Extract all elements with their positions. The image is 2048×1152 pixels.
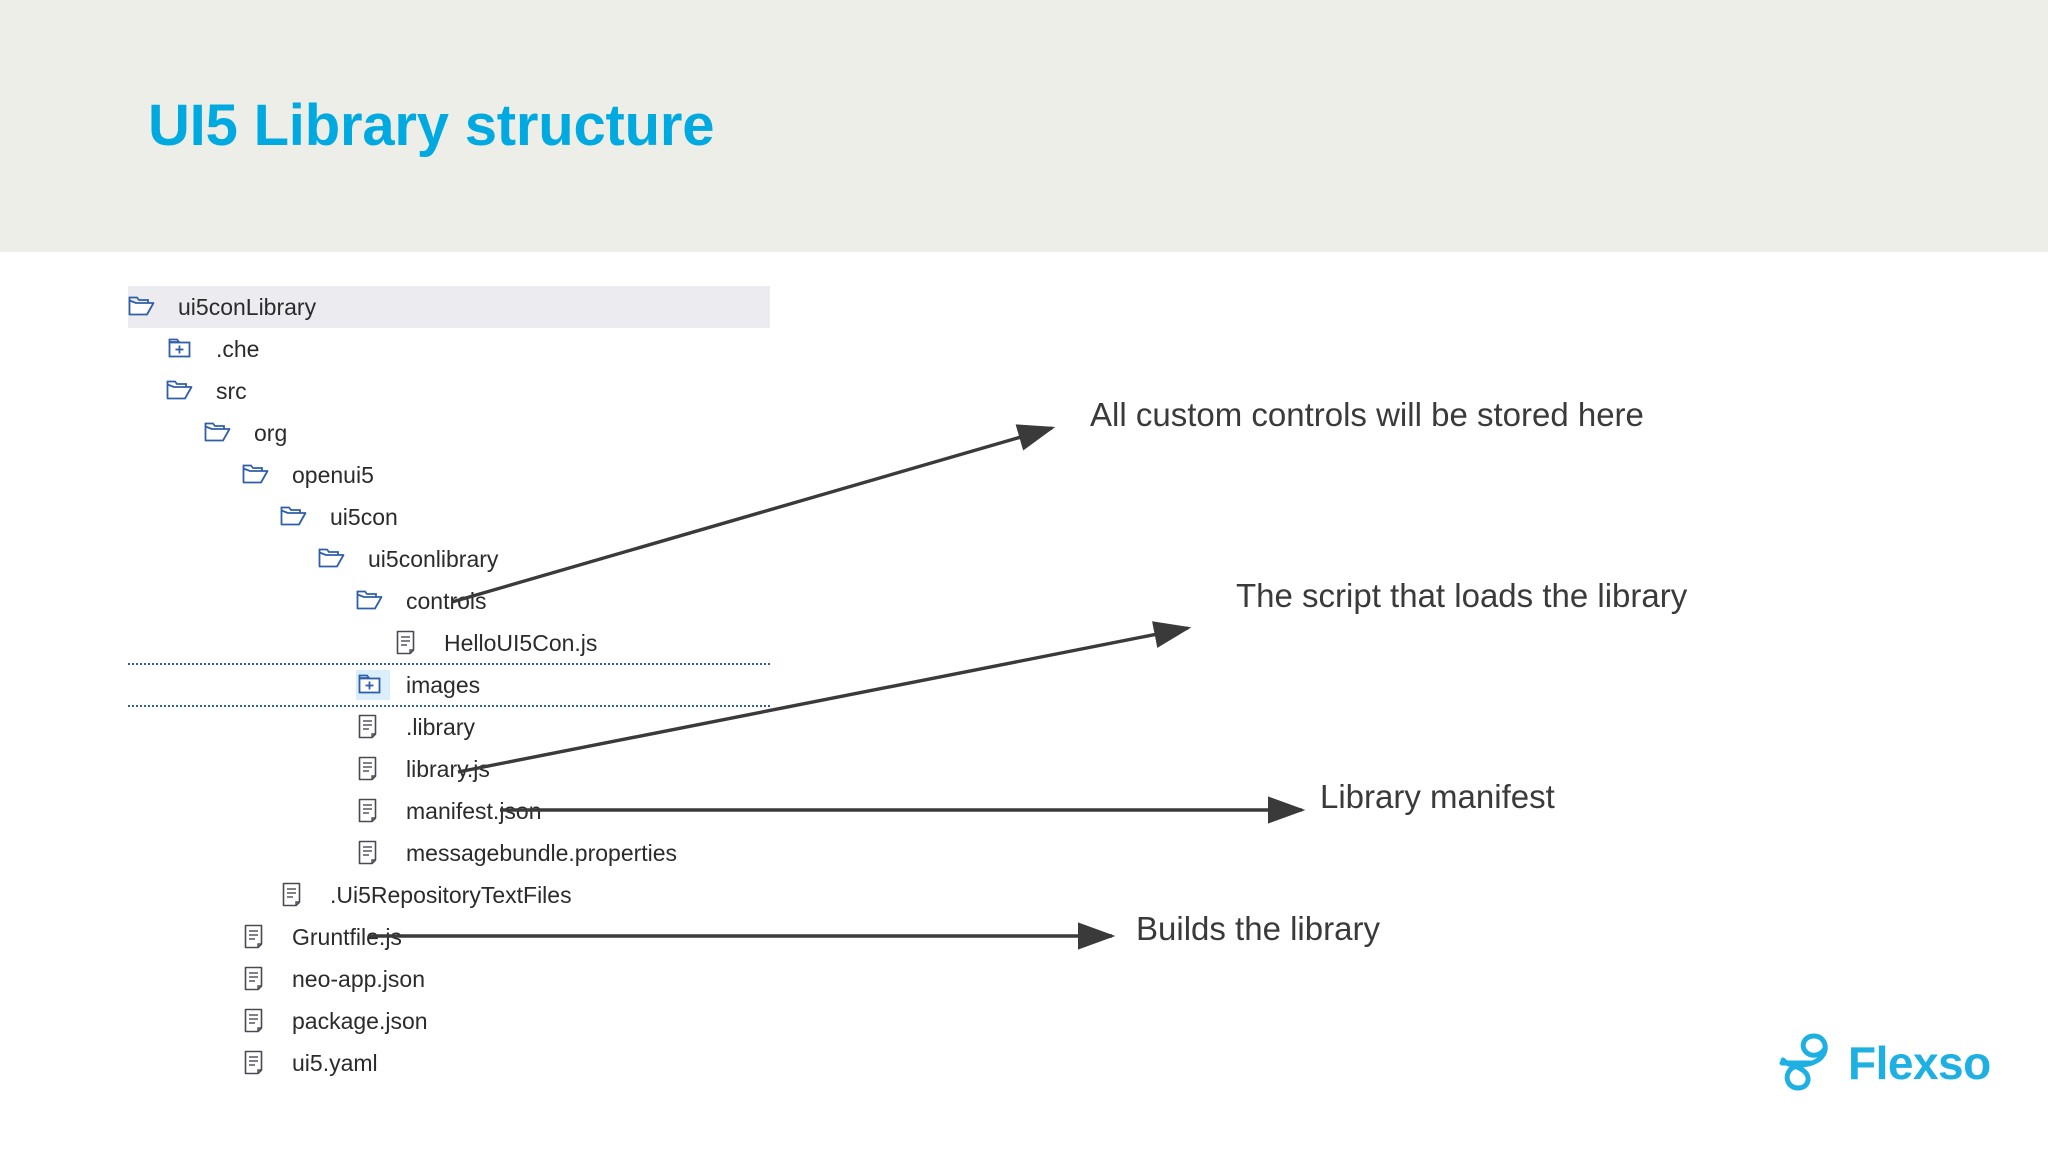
file-icon xyxy=(244,1008,263,1033)
slide-header-band xyxy=(0,0,2048,252)
tree-item-label: images xyxy=(406,671,481,698)
folder-open-icon xyxy=(166,380,193,400)
tree-item-label: package.json xyxy=(292,1007,428,1034)
tree-item-helloui5con-js[interactable]: HelloUI5Con.js xyxy=(0,622,900,664)
folder-open-icon[interactable] xyxy=(356,586,390,616)
folder-open-icon xyxy=(128,296,155,316)
tree-item-images[interactable]: images xyxy=(0,663,900,707)
tree-item-label: ui5conlibrary xyxy=(368,545,499,572)
file-icon[interactable] xyxy=(242,1048,276,1078)
tree-item-ui5con[interactable]: ui5con xyxy=(0,496,900,538)
file-icon xyxy=(244,1050,263,1075)
tree-item-label: openui5 xyxy=(292,461,374,488)
file-icon[interactable] xyxy=(356,712,390,742)
file-icon xyxy=(244,924,263,949)
folder-collapsed-icon[interactable] xyxy=(166,334,200,364)
tree-item-label: org xyxy=(254,419,288,446)
annotation-library-js: The script that loads the library xyxy=(1236,577,1688,614)
annotation-manifest-json: Library manifest xyxy=(1320,778,1555,815)
tree-item-gruntfile-js[interactable]: Gruntfile.js xyxy=(0,916,900,958)
tree-item-openui5[interactable]: openui5 xyxy=(0,454,900,496)
file-icon[interactable] xyxy=(394,628,428,658)
tree-item-org[interactable]: org xyxy=(0,412,900,454)
tree-item-ui5-yaml[interactable]: ui5.yaml xyxy=(0,1042,900,1084)
tree-item-controls[interactable]: controls xyxy=(0,580,900,622)
file-icon xyxy=(358,714,377,739)
tree-item-label: messagebundle.properties xyxy=(406,839,678,866)
file-icon[interactable] xyxy=(242,964,276,994)
tree-item-label: ui5conLibrary xyxy=(178,293,317,320)
tree-item-label: .che xyxy=(216,335,260,362)
file-icon[interactable] xyxy=(280,880,314,910)
page-title: UI5 Library structure xyxy=(148,93,715,158)
flexso-logo-text: Flexso xyxy=(1848,1037,1991,1089)
tree-item-label: ui5.yaml xyxy=(292,1049,378,1076)
tree-item-src[interactable]: src xyxy=(0,370,900,412)
file-icon xyxy=(282,882,301,907)
folder-open-icon xyxy=(242,464,269,484)
folder-open-icon[interactable] xyxy=(128,292,162,322)
file-tree[interactable]: ui5conLibrary .che src org openui5 ui5co… xyxy=(0,286,900,1084)
tree-item--che[interactable]: .che xyxy=(0,328,900,370)
tree-item-label: .Ui5RepositoryTextFiles xyxy=(330,881,572,908)
folder-open-icon[interactable] xyxy=(318,544,352,574)
tree-item-label: ui5con xyxy=(330,503,398,530)
folder-open-icon xyxy=(204,422,231,442)
file-icon xyxy=(244,966,263,991)
tree-item-label: HelloUI5Con.js xyxy=(444,629,598,656)
annotation-controls: All custom controls will be stored here xyxy=(1090,396,1644,433)
annotation-gruntfile-js: Builds the library xyxy=(1136,910,1380,947)
flexso-logo: Flexso xyxy=(1778,1030,1991,1096)
tree-item-messagebundle-properties[interactable]: messagebundle.properties xyxy=(0,832,900,874)
file-icon xyxy=(396,630,415,655)
folder-collapsed-icon xyxy=(358,674,381,694)
file-icon[interactable] xyxy=(356,838,390,868)
tree-item-package-json[interactable]: package.json xyxy=(0,1000,900,1042)
tree-item-library-js[interactable]: library.js xyxy=(0,748,900,790)
tree-item-ui5conlibrary[interactable]: ui5conlibrary xyxy=(0,538,900,580)
folder-collapsed-icon xyxy=(168,338,191,358)
tree-item-label: Gruntfile.js xyxy=(292,923,402,950)
folder-open-icon[interactable] xyxy=(204,418,238,448)
folder-open-icon[interactable] xyxy=(280,502,314,532)
folder-open-icon xyxy=(280,506,307,526)
tree-item-neo-app-json[interactable]: neo-app.json xyxy=(0,958,900,1000)
tree-item--ui5repositorytextfiles[interactable]: .Ui5RepositoryTextFiles xyxy=(0,874,900,916)
tree-item-label: manifest.json xyxy=(406,797,542,824)
tree-item-label: neo-app.json xyxy=(292,965,425,992)
folder-collapsed-icon[interactable] xyxy=(356,670,390,700)
tree-item-label: .library xyxy=(406,713,476,740)
tree-item--library[interactable]: .library xyxy=(0,706,900,748)
tree-item-label: controls xyxy=(406,587,487,614)
folder-open-icon[interactable] xyxy=(166,376,200,406)
folder-open-icon[interactable] xyxy=(242,460,276,490)
file-icon[interactable] xyxy=(242,922,276,952)
file-icon xyxy=(358,756,377,781)
flexso-loop-icon xyxy=(1779,1033,1828,1091)
tree-item-label: library.js xyxy=(406,755,490,782)
file-icon xyxy=(358,798,377,823)
file-icon[interactable] xyxy=(242,1006,276,1036)
file-icon xyxy=(358,840,377,865)
tree-item-ui5conlibrary[interactable]: ui5conLibrary xyxy=(0,286,900,328)
tree-item-manifest-json[interactable]: manifest.json xyxy=(0,790,900,832)
file-icon[interactable] xyxy=(356,796,390,826)
file-icon[interactable] xyxy=(356,754,390,784)
tree-item-label: src xyxy=(216,377,247,404)
folder-open-icon xyxy=(318,548,345,568)
folder-open-icon xyxy=(356,590,383,610)
